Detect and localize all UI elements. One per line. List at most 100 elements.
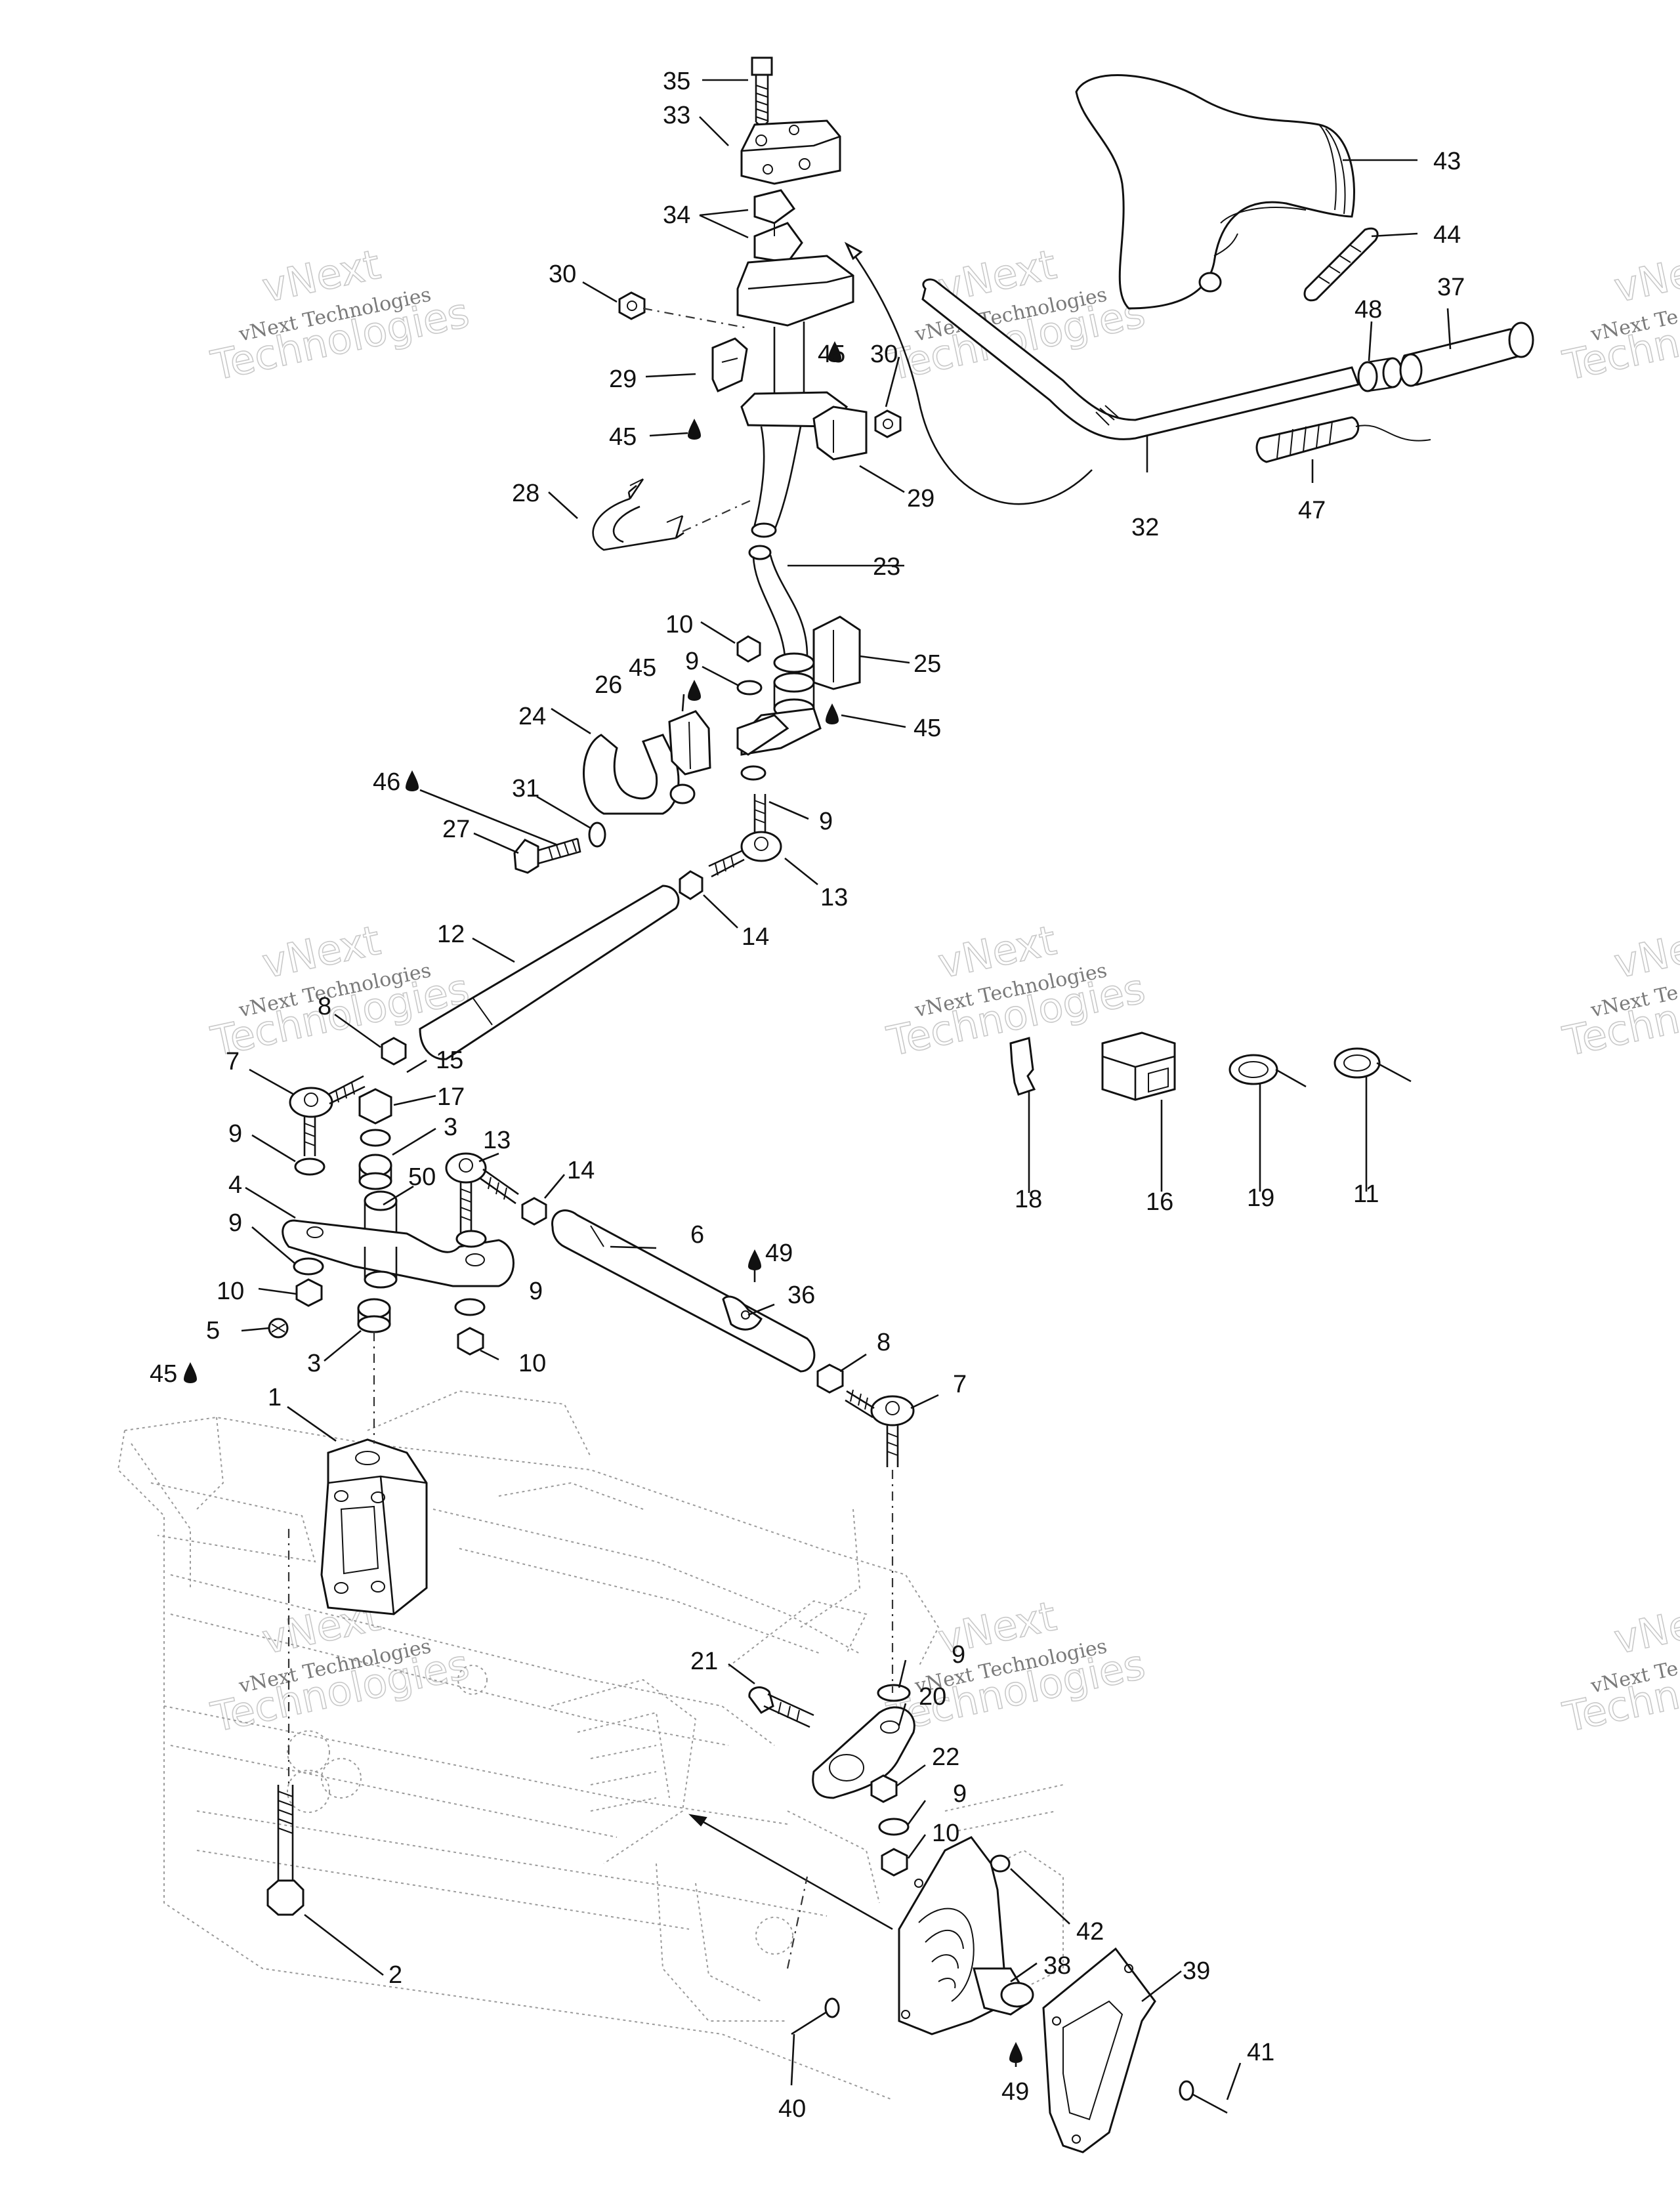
- nut-10-lower: [881, 1848, 908, 1877]
- callout-28: 28: [512, 480, 539, 507]
- sleeve-48: [1357, 357, 1403, 392]
- callout-45: 45: [629, 654, 656, 682]
- heater-element-47: [1255, 416, 1431, 463]
- bushing-29-right: [812, 406, 868, 461]
- callout-22: 22: [932, 1743, 959, 1771]
- callout-19: 19: [1247, 1184, 1274, 1212]
- assembly-arrow: [844, 241, 1093, 505]
- callout-24: 24: [518, 703, 546, 730]
- callout-15: 15: [436, 1047, 463, 1074]
- callout-30: 30: [549, 260, 576, 288]
- rivet-41: [1179, 2080, 1228, 2114]
- washer-42: [990, 1854, 1011, 1873]
- bushing-29-left: [711, 337, 748, 392]
- watermark-top-left: vNext vNext Technologies Technologies: [206, 240, 473, 390]
- centerlines: [287, 307, 894, 1969]
- nut-14-lower: [521, 1197, 547, 1226]
- bolt-35: [751, 56, 773, 129]
- leader-lines: [241, 79, 1452, 2100]
- callout-9: 9: [685, 648, 699, 675]
- callout-36: 36: [788, 1281, 815, 1309]
- support-1: [320, 1438, 428, 1615]
- vehicle-frame-outline: [117, 1390, 1064, 2100]
- callout-39: 39: [1183, 1957, 1210, 1985]
- callout-46: 46: [373, 768, 400, 796]
- callout-9: 9: [953, 1780, 967, 1808]
- callout-7: 7: [953, 1371, 967, 1398]
- bushing-34: [753, 189, 803, 264]
- column-plate: [736, 714, 789, 756]
- bolt-27: [513, 837, 581, 874]
- adjuster-36: [722, 1295, 763, 1331]
- callout-49: 49: [765, 1239, 793, 1267]
- u-bolt-28: [592, 478, 684, 551]
- washer-9-right-a: [455, 1230, 487, 1248]
- callout-10: 10: [665, 611, 693, 638]
- callout-49: 49: [1001, 2078, 1029, 2106]
- ball-joint-7-upper: [289, 1075, 366, 1156]
- callout-33: 33: [663, 102, 690, 129]
- spacer-3-lower: [357, 1298, 391, 1333]
- watermark-mid-mid: vNext vNext Technologies Technologies: [882, 915, 1149, 1066]
- lubricant-icons: [184, 341, 1022, 2063]
- lubricant-drop-icon: [1009, 2042, 1022, 2063]
- grip-37: [1399, 322, 1534, 387]
- callout-31: 31: [512, 775, 539, 802]
- arm-4: [282, 1219, 514, 1289]
- callout-20: 20: [919, 1683, 946, 1711]
- ball-joint-13-lower: [445, 1152, 519, 1240]
- callout-8: 8: [318, 993, 331, 1020]
- callout-9: 9: [228, 1120, 242, 1148]
- callout-7: 7: [226, 1048, 240, 1075]
- nut-10-right: [457, 1327, 484, 1356]
- ball-joint-13-upper: [708, 794, 782, 878]
- nut-10-upper: [736, 635, 761, 663]
- callout-2: 2: [388, 1961, 402, 1989]
- callout-42: 42: [1076, 1918, 1104, 1946]
- callout-27: 27: [442, 816, 470, 843]
- tie-rod-6: [551, 1209, 816, 1373]
- callout-21: 21: [690, 1648, 718, 1675]
- callout-29: 29: [907, 485, 934, 512]
- callout-32: 32: [1131, 514, 1159, 541]
- bushing-25: [812, 615, 861, 690]
- bushing-26: [668, 710, 711, 776]
- callout-11: 11: [1353, 1180, 1379, 1208]
- grease-fitting-5: [268, 1318, 289, 1339]
- callout-30: 30: [870, 341, 898, 368]
- lubricant-drop-icon: [748, 1249, 761, 1270]
- washer-9-right-b: [454, 1298, 486, 1316]
- callout-47: 47: [1298, 497, 1326, 524]
- callout-48: 48: [1354, 296, 1382, 323]
- bolt-21: [748, 1686, 814, 1728]
- callout-9: 9: [952, 1641, 965, 1669]
- washer-9-lower-a: [877, 1684, 911, 1702]
- nut-17: [358, 1088, 392, 1125]
- callout-14: 14: [742, 923, 769, 951]
- callout-45: 45: [914, 715, 941, 742]
- nut-22: [870, 1774, 898, 1803]
- callout-1: 1: [268, 1384, 282, 1411]
- callout-41: 41: [1247, 2039, 1274, 2066]
- callout-50: 50: [408, 1163, 436, 1191]
- washer-9-mid: [740, 765, 766, 781]
- callout-43: 43: [1433, 148, 1461, 175]
- lubricant-drop-icon: [826, 703, 839, 724]
- watermark-top-right: vNe vNext Te Techno: [1558, 248, 1680, 390]
- callout-10: 10: [217, 1278, 244, 1305]
- callout-26: 26: [595, 671, 622, 699]
- lubricant-drop-icon: [688, 419, 701, 440]
- boot-38: [898, 1836, 1034, 2035]
- callout-3: 3: [444, 1114, 457, 1141]
- callout-44: 44: [1433, 221, 1461, 249]
- callout-18: 18: [1015, 1186, 1042, 1213]
- washer-9-upper: [736, 680, 763, 696]
- callout-10: 10: [518, 1350, 546, 1377]
- callout-16: 16: [1146, 1188, 1173, 1216]
- parts: [184, 56, 1534, 2154]
- callout-45: 45: [609, 423, 637, 451]
- watermark-low-right: vNe vNext Te Techno: [1558, 1600, 1680, 1742]
- watermark-edge-line1: vNe: [1610, 249, 1680, 312]
